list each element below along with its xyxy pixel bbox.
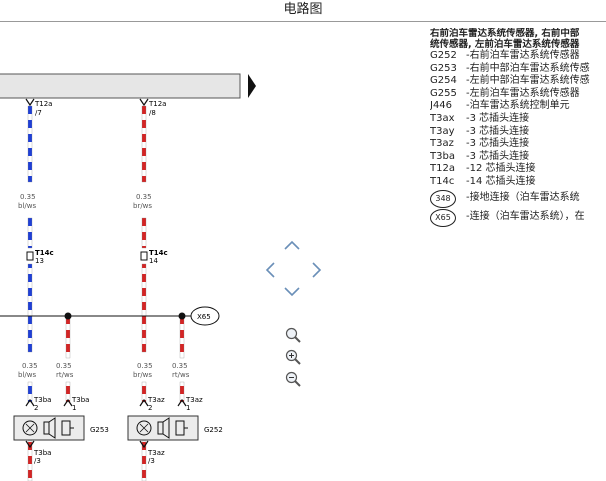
- zoom-in-button[interactable]: [285, 349, 301, 365]
- legend-item: T3ba-3 芯插头连接: [430, 150, 530, 162]
- right-t12a-pin: /8: [149, 109, 156, 117]
- left-t14c-label: T14c: [35, 249, 54, 257]
- left-conn-b-pin: 1: [72, 404, 76, 412]
- legend-header-line2: 统传感器, 左前泊车雷达系统传感器: [430, 39, 580, 50]
- right-conn-b-pin: 1: [186, 404, 190, 412]
- legend-header-line1: 右前泊车雷达系统传感器, 右前中部: [430, 28, 580, 39]
- pan-right-button[interactable]: [312, 262, 322, 278]
- zoom-in-icon: [285, 349, 301, 365]
- left-sensor-label: G253: [90, 426, 109, 434]
- left-wire3-size: 0.35: [56, 362, 72, 370]
- circle-x65: X65: [430, 208, 456, 227]
- legend-item: G254-左前中部泊车雷达系统传感: [430, 75, 590, 87]
- title-divider: [0, 21, 606, 22]
- right-conn-b-label: T3az: [185, 396, 203, 404]
- left-t14c-pin: 13: [35, 257, 44, 265]
- left-wire1-size: 0.35: [20, 193, 36, 201]
- right-wire1-size: 0.35: [136, 193, 152, 201]
- left-wire2-size: 0.35: [22, 362, 38, 370]
- left-wire3-color: rt/ws: [56, 371, 74, 379]
- left-conn-a-label: T3ba: [33, 396, 51, 404]
- left-t12a-label: T12a: [34, 100, 52, 108]
- legend-item: T14c-14 芯插头连接: [430, 175, 536, 187]
- legend-circle-item: 348-接地连接（泊车雷达系统: [430, 189, 606, 208]
- zoom-fit-button[interactable]: [285, 327, 301, 343]
- page-title: 电路图: [283, 2, 323, 17]
- right-conn-a-label: T3az: [147, 396, 165, 404]
- left-wire2-color: bl/ws: [18, 371, 36, 379]
- left-conn-b-label: T3ba: [71, 396, 89, 404]
- legend-item: T3az-3 芯插头连接: [430, 138, 530, 150]
- legend-item: T12a-12 芯插头连接: [430, 163, 536, 175]
- right-sensor-label: G252: [204, 426, 223, 434]
- pan-up-icon: [284, 240, 300, 250]
- pan-down-button[interactable]: [284, 287, 300, 297]
- legend-item: T3ay-3 芯插头连接: [430, 125, 530, 137]
- right-wire1-color: br/ws: [133, 202, 152, 210]
- zoom-out-button[interactable]: [285, 371, 301, 387]
- right-t14c-label: T14c: [149, 249, 168, 257]
- right-wire2-color: br/ws: [133, 371, 152, 379]
- legend-item: G253-右前中部泊车雷达系统传感: [430, 62, 590, 74]
- right-conn-a-pin: 2: [148, 404, 152, 412]
- left-branch: T12a /7 0.35 bl/ws T14c 13 0.35 bl/ws T3…: [13, 98, 109, 481]
- right-branch: T12a /8 0.35 br/ws T14c 14 0.35 br/ws T3…: [127, 98, 223, 481]
- circle-348: 348: [430, 189, 456, 208]
- pan-up-button[interactable]: [284, 240, 300, 250]
- right-wire2-size: 0.35: [137, 362, 153, 370]
- zoom-fit-icon: [285, 327, 301, 343]
- bar-arrow: [248, 74, 256, 98]
- legend-item: G255-左前泊车雷达系统传感器: [430, 87, 580, 99]
- right-t14c-pin: 14: [149, 257, 158, 265]
- pan-left-icon: [265, 262, 275, 278]
- control-unit-bar: [0, 73, 241, 99]
- left-t12a-pin: /7: [35, 109, 42, 117]
- legend-item: T3ax-3 芯插头连接: [430, 112, 530, 124]
- legend-item: J446-泊车雷达系统控制单元: [430, 100, 570, 112]
- pan-down-icon: [284, 287, 300, 297]
- left-conn-a-pin: 2: [34, 404, 38, 412]
- left-conn-c-label: T3ba: [33, 449, 51, 457]
- legend-panel: 右前泊车雷达系统传感器, 右前中部 统传感器, 左前泊车雷达系统传感器 G252…: [430, 28, 606, 227]
- left-conn-c-pin: /3: [34, 457, 41, 465]
- zoom-out-icon: [285, 371, 301, 387]
- circuit-diagram[interactable]: T12a /7 0.35 bl/ws T14c 13 0.35 bl/ws T3…: [0, 22, 420, 481]
- left-wire1-color: bl/ws: [18, 202, 36, 210]
- right-t12a-label: T12a: [148, 100, 166, 108]
- pan-right-icon: [312, 262, 322, 278]
- right-wire3-color: rt/ws: [172, 371, 190, 379]
- right-conn-c-label: T3az: [147, 449, 165, 457]
- right-wire3-size: 0.35: [172, 362, 188, 370]
- legend-item: G252-右前泊车雷达系统传感器: [430, 50, 580, 61]
- right-conn-c-pin: /3: [148, 457, 155, 465]
- junction-x65: [190, 306, 220, 326]
- pan-left-button[interactable]: [265, 262, 275, 278]
- legend-circle-item: X65-连接（泊车雷达系统），在: [430, 208, 606, 227]
- junction-x65-label: X65: [197, 313, 211, 321]
